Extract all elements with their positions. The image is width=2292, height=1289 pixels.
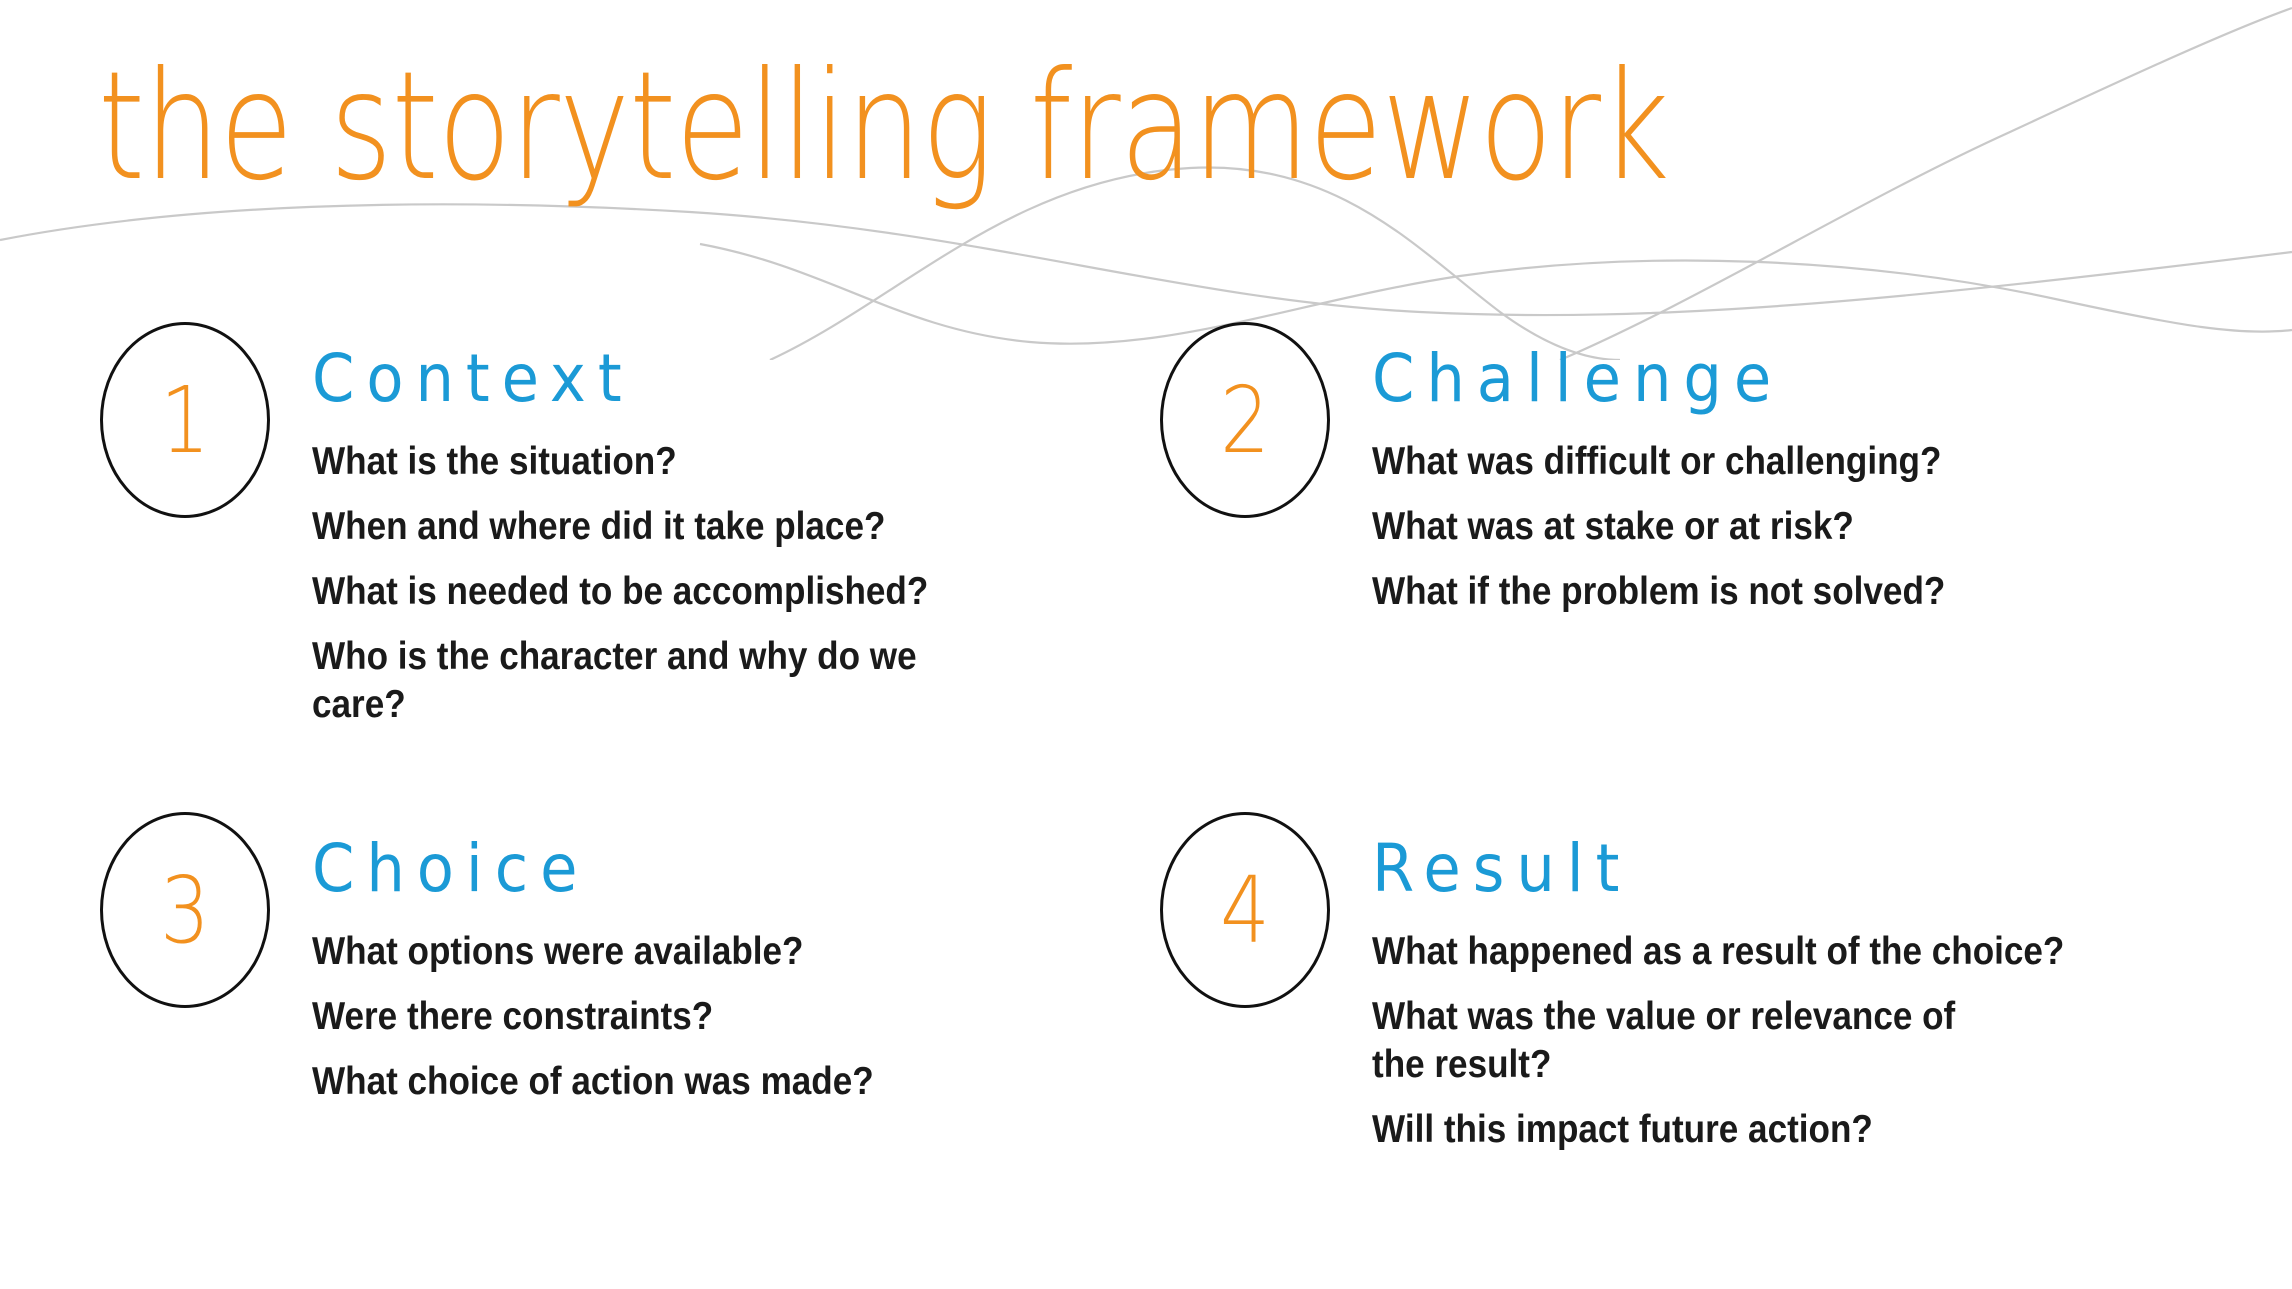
step-content: Result What happened as a result of the … (1372, 812, 2272, 1154)
step-badge-circle (1160, 812, 1330, 1008)
step-number: 3 (160, 856, 210, 964)
question-item: What choice of action was made? (312, 1060, 874, 1103)
step-heading: Challenge (1372, 340, 1784, 417)
question-list: What was difficult or challenging? What … (1372, 438, 2272, 616)
step-content: Context What is the situation? When and … (312, 322, 1212, 729)
question-item: Were there constraints? (312, 995, 714, 1038)
page-title: the storytelling framework (98, 40, 1670, 214)
wave-line-1 (0, 203, 2292, 317)
question-item: What is the situation? (312, 440, 677, 483)
step-number: 1 (160, 366, 210, 474)
question-item: What options were available? (312, 930, 804, 973)
question-item: What happened as a result of the choice? (1372, 930, 2065, 973)
step-number: 4 (1220, 856, 1270, 964)
question-item: What if the problem is not solved? (1372, 570, 1946, 613)
step-heading: Result (1372, 830, 1632, 907)
question-item: What was difficult or challenging? (1372, 440, 1942, 483)
question-item: What was at stake or at risk? (1372, 505, 1854, 548)
step-heading: Choice (312, 830, 590, 907)
step-content: Choice What options were available? Were… (312, 812, 1212, 1106)
step-badge-circle (100, 322, 270, 518)
step-content: Challenge What was difficult or challeng… (1372, 322, 2272, 616)
question-list: What options were available? Were there … (312, 928, 1212, 1106)
question-item: When and where did it take place? (312, 505, 886, 548)
question-item: Who is the character and why do we care? (312, 635, 917, 726)
question-item: Will this impact future action? (1372, 1108, 1873, 1151)
step-badge-circle (100, 812, 270, 1008)
step-badge-circle (1160, 322, 1330, 518)
question-list: What is the situation? When and where di… (312, 438, 1212, 729)
question-item: What was the value or relevance of the r… (1372, 995, 1956, 1086)
question-item: What is needed to be accomplished? (312, 570, 929, 613)
step-number: 2 (1220, 366, 1270, 474)
wave-line-4 (1559, 6, 2292, 360)
step-heading: Context (312, 340, 634, 417)
question-list: What happened as a result of the choice?… (1372, 928, 2272, 1154)
